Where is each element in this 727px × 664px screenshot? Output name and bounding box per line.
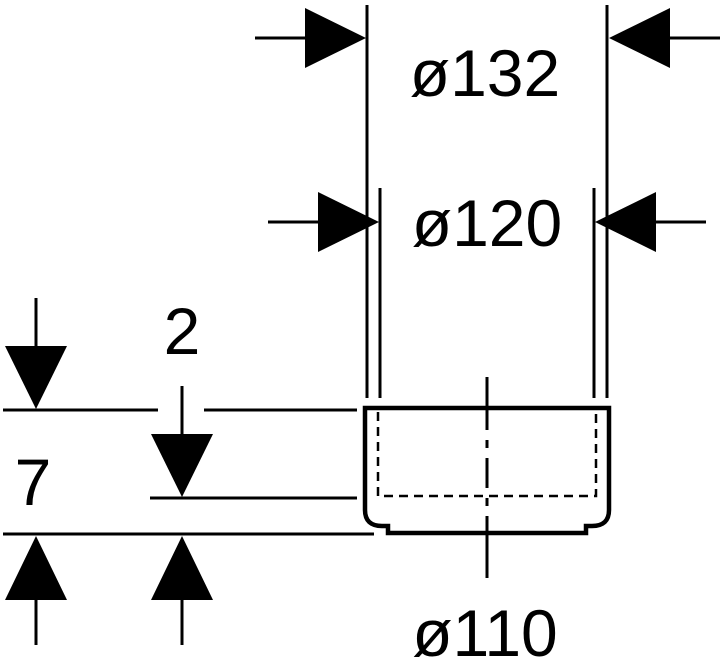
inner-diameter-label: ø120 [412,186,562,260]
wall-thickness-label: 2 [164,294,201,368]
arrowhead-left-icon [595,192,656,252]
arrowhead-left-icon [609,8,670,68]
dimension-outer-diameter: ø132 [255,5,720,398]
dimension-inner-diameter: ø120 [268,186,706,398]
part-section [362,377,612,578]
arrowhead-down-icon [5,346,67,409]
arrowhead-up-icon [151,536,213,600]
outer-diameter-label: ø132 [410,36,560,110]
dimension-heights: 7 2 [3,294,374,645]
part-outline [362,405,612,536]
total-height-label: 7 [15,445,52,519]
arrowhead-right-icon [318,192,379,252]
bottom-diameter-label: ø110 [412,596,558,664]
arrowhead-up-icon [5,536,67,600]
arrowhead-down-icon [151,434,213,497]
arrowhead-right-icon [305,8,366,68]
dimension-bottom-diameter: ø110 [412,596,558,664]
